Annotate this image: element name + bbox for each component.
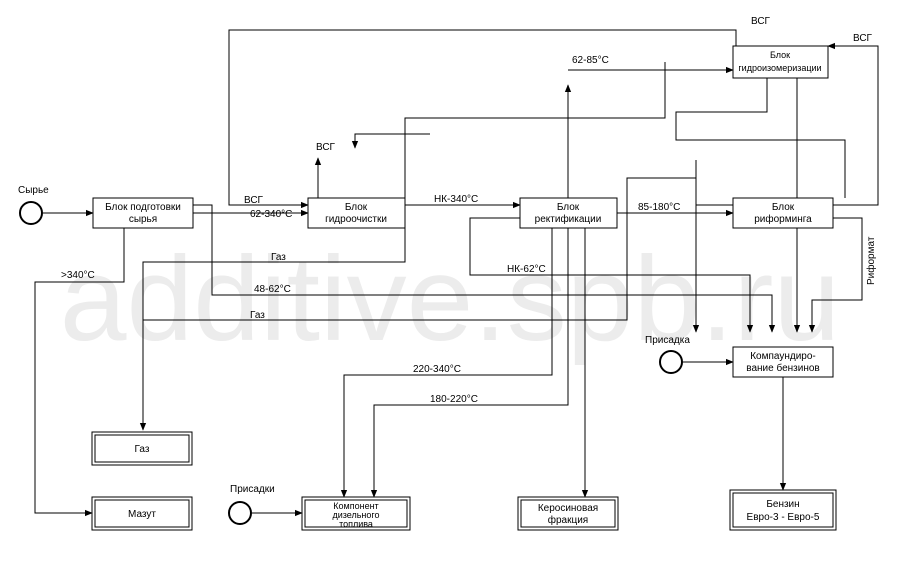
block-hydrotreat-line1: Блок [345,202,368,213]
label-85-180: 85-180°С [638,202,680,213]
block-prep-line2: сырья [129,214,157,225]
product-gas-label: Газ [135,444,150,455]
flow-into-hydrotreat-top [351,133,430,149]
block-blend-line2: вание бензинов [746,362,819,374]
product-kerosene: Керосиновая фракция [517,496,619,531]
block-isom-line1: Блок [770,50,790,60]
product-diesel-line2: дизельного [332,510,379,520]
flow-gas-to-gas-product [139,228,406,431]
feed-input-circle [19,201,43,225]
block-prep-line1: Блок подготовки [105,202,181,213]
product-mazut: Мазут [91,496,193,531]
product-mazut-label: Мазут [128,509,156,520]
block-hydrotreat-line2: гидроочистки [325,214,387,225]
product-kerosene-line1: Керосиновая [538,503,598,514]
flow-reformate-to-blend [808,217,863,333]
block-hydrotreat: Блок гидроочистки [307,197,406,229]
product-gasoline-line2: Евро-3 - Евро-5 [747,512,820,523]
label-vsg-hydrotreat-out: ВСГ [316,142,336,153]
label-62-340: 62-340°С [250,209,292,220]
block-blend-line1: Компаундиро- [750,351,816,362]
flow-isom-to-reform [675,78,846,198]
flow-vsg-reform-to-isom [827,42,879,206]
label-48-62: 48-62°С [254,284,291,295]
block-rect-line2: ректификации [535,213,602,225]
label-gas-2: Газ [250,310,265,321]
block-isom: Блок гидроизомеризации [732,45,829,79]
flow-hydrotreat-up [404,62,666,198]
flow-220-340-to-diesel [340,228,553,498]
watermark: additive.spb.ru [60,232,840,366]
label-62-85: 62-85°С [572,55,609,66]
block-reform-line2: риформинга [754,213,812,225]
label-gas-1: Газ [271,252,286,263]
flow-nk-62-to-blend [469,217,754,333]
flow-48-62-to-blend [193,204,776,333]
label-vsg-hydrotreat-in: ВСГ [244,195,264,206]
additives-input-circle [228,501,252,525]
label-vsg-right: ВСГ [853,33,873,44]
product-diesel-line1: Компонент [333,501,378,511]
flow-reform-side [695,160,733,332]
label-180-220: 180-220°С [430,394,478,405]
label-nk-340: НК-340°С [434,194,478,205]
product-kerosene-line2: фракция [548,514,588,526]
flow-180-220-to-diesel [370,228,569,498]
product-gasoline-line1: Бензин [766,499,799,510]
label-vsg-top: ВСГ [751,16,771,27]
block-reform-line1: Блок [772,202,795,213]
flow-vsg-recycle [228,29,737,209]
product-gas: Газ [91,431,193,466]
label-220-340: 220-340°С [413,364,461,375]
label-feed: Сырье [18,185,49,196]
label-additive: Присадка [645,335,690,346]
block-isom-line2: гидроизомеризации [738,63,821,73]
label-additives: Присадки [230,484,275,495]
additive-input-circle [659,350,683,374]
block-reform: Блок риформинга [732,197,834,229]
block-prep: Блок подготовки сырья [92,197,194,229]
flow-gas-line [143,177,696,321]
block-rect-line1: Блок [557,202,580,213]
label-gt340: >340°С [61,270,95,281]
product-gasoline: Бензин Евро-3 - Евро-5 [729,489,837,531]
block-blend: Компаундиро- вание бензинов [732,346,834,378]
label-reformate: Риформат [865,236,877,285]
product-diesel-line3: топлива [339,519,373,529]
label-nk-62: НК-62°С [507,264,546,275]
block-rect: Блок ректификации [519,197,618,229]
product-diesel: Компонент дизельного топлива [301,496,411,531]
flow-residue-to-mazut [34,228,125,517]
